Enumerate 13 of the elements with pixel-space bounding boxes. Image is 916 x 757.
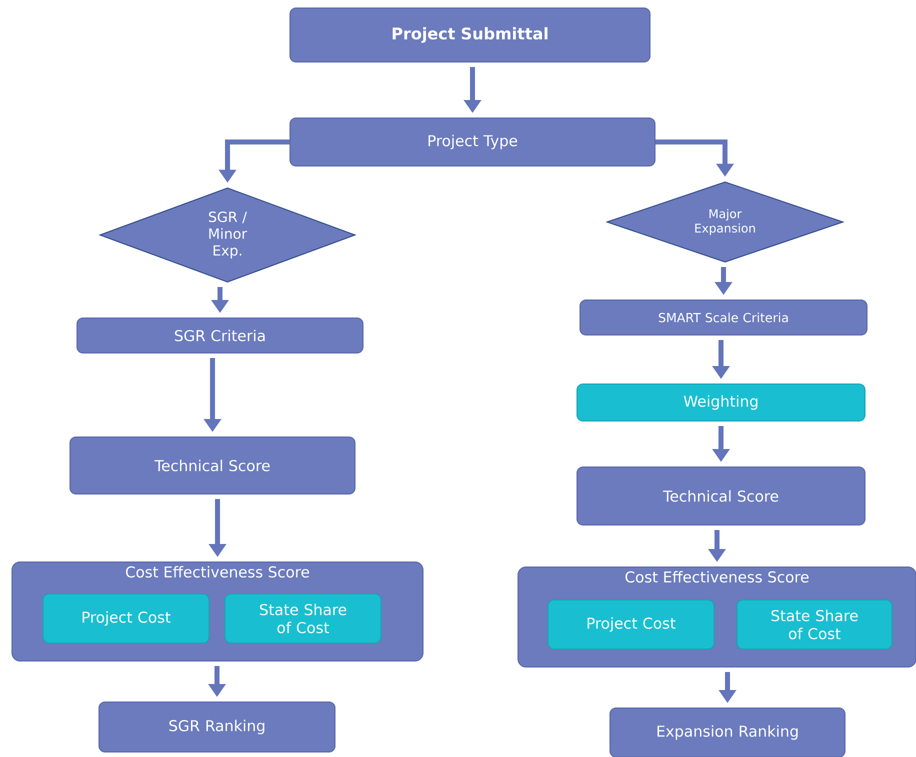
process-box: SGR Criteria <box>76 317 364 354</box>
process-box: Project Submittal <box>290 7 650 62</box>
process-box: Project Cost <box>548 599 714 650</box>
process-box: Project Cost <box>42 593 210 644</box>
process-box: SGR Ranking <box>98 701 336 752</box>
process-box: Technical Score <box>576 466 866 526</box>
process-box: Expansion Ranking <box>610 707 846 757</box>
process-box: Project Type <box>290 118 656 166</box>
process-box: Technical Score <box>70 436 356 494</box>
process-box: State Share of Cost <box>736 599 892 650</box>
process-box: SMART Scale Criteria <box>580 299 868 336</box>
process-box: Weighting <box>576 383 866 422</box>
process-box: State Share of Cost <box>224 593 382 644</box>
